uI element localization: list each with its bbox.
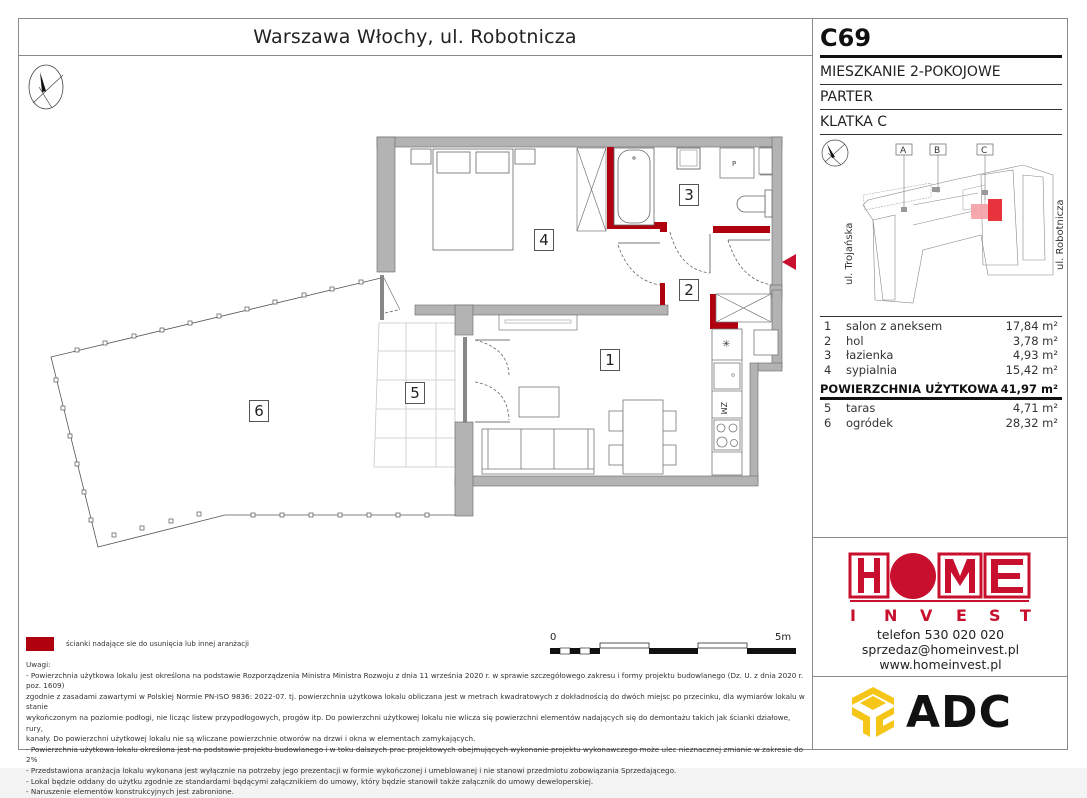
- door-swings: [384, 231, 773, 421]
- walls: [376, 136, 783, 517]
- page-title: Warszawa Włochy, ul. Robotnicza: [18, 18, 812, 56]
- entrance-arrow-icon: [782, 254, 796, 270]
- garden-fence-posts: [53, 279, 430, 538]
- shaft: [715, 293, 772, 323]
- room-label-4: 4: [534, 229, 554, 251]
- adc-text: ADC: [906, 686, 1012, 738]
- svg-text:0: 0: [550, 632, 556, 643]
- svg-text:E: E: [956, 606, 967, 624]
- unit-highlight: [988, 199, 1002, 221]
- svg-text:5m: 5m: [775, 632, 791, 643]
- svg-text:ul. Robotnicza: ul. Robotnicza: [1055, 200, 1066, 270]
- adc-logo: ADC: [850, 685, 1012, 739]
- website-link[interactable]: www.homeinvest.pl: [879, 657, 1002, 672]
- floor-plan-drawing: P: [50, 136, 796, 548]
- keyplan-compass-icon: [821, 139, 849, 167]
- sofa: [481, 428, 595, 475]
- unit-code: C69: [820, 24, 872, 52]
- kitchen-counter: [711, 328, 779, 476]
- legend-swatch: [26, 637, 54, 651]
- room-label-5: 5: [405, 382, 425, 404]
- balcony-door: [463, 337, 467, 423]
- svg-text:S: S: [989, 606, 1001, 624]
- washing-machine: [719, 147, 755, 179]
- legend-text: ścianki nadające sie do usunięcia lub in…: [66, 640, 249, 648]
- room-label-2: 2: [679, 279, 699, 301]
- contact-info: telefon 530 020 020 sprzedaz@homeinvest.…: [813, 627, 1068, 672]
- adc-cube-icon: [852, 687, 894, 737]
- bed: [410, 148, 536, 251]
- notes-heading: Uwagi:: [26, 660, 51, 669]
- coffee-table: [518, 386, 560, 418]
- note-line: zgodnie z zasadami zawartymi w Polskiej …: [26, 691, 805, 712]
- svg-text:N: N: [884, 606, 897, 624]
- section-divider: [813, 537, 1068, 538]
- note-line: - Naruszenie elementów konstrukcyjnych j…: [26, 787, 234, 797]
- removable-walls: [607, 147, 770, 329]
- north-arrow-icon: [28, 64, 64, 110]
- room-label-3: 3: [679, 184, 699, 206]
- svg-text:P: P: [732, 160, 736, 168]
- svg-text:ZM: ZM: [719, 402, 728, 414]
- scale-bar: 0 5m: [550, 632, 796, 655]
- notes: Uwagi: - Powierzchnia użytkowa lokalu je…: [26, 660, 806, 798]
- bathtub: [613, 147, 655, 226]
- dining-table: [608, 399, 677, 475]
- svg-text:ul. Trojańska: ul. Trojańska: [843, 223, 855, 285]
- room-label-1: 1: [600, 349, 620, 371]
- wardrobe: [576, 147, 607, 232]
- window-door: [380, 275, 384, 320]
- note-line: wykończonym na poziomie podłogi, nie lic…: [26, 712, 791, 733]
- toilet: [736, 189, 773, 218]
- svg-text:A: A: [900, 146, 907, 156]
- section-divider: [813, 676, 1068, 677]
- note-line: - Powierzchnia użytkowa lokalu określona…: [26, 744, 803, 765]
- svg-text:V: V: [920, 606, 933, 624]
- room-label-6: 6: [249, 400, 269, 422]
- svg-text:✳: ✳: [722, 339, 730, 350]
- unit-staircase: KLATKA C: [820, 110, 1062, 135]
- building-outlines: [862, 164, 1054, 304]
- heading-rule: [820, 55, 1062, 58]
- email-link[interactable]: sprzedaz@homeinvest.pl: [861, 642, 1020, 657]
- phone-text: telefon 530 020 020: [876, 627, 1005, 642]
- note-line: - Lokal będzie oddany do użytku zgodnie …: [26, 776, 594, 786]
- unit-floor: PARTER: [820, 85, 1062, 110]
- svg-text:C: C: [981, 146, 987, 156]
- svg-text:T: T: [1020, 606, 1031, 624]
- note-line: kanały. Do powierzchni użytkowej lokalu …: [26, 734, 476, 744]
- legend: ścianki nadające sie do usunięcia lub in…: [26, 637, 249, 651]
- home-invest-logo: I N V E S T: [848, 552, 1031, 624]
- note-line: - Powierzchnia użytkowa lokalu jest okre…: [26, 670, 804, 691]
- panel-divider: [812, 18, 813, 750]
- unit-type: MIESZKANIE 2-POKOJOWE: [820, 60, 1062, 85]
- site-keyplan: A B C ul. Trojańska ul. Robotnicza: [821, 139, 1066, 304]
- svg-text:I: I: [850, 606, 856, 624]
- svg-text:B: B: [934, 146, 940, 156]
